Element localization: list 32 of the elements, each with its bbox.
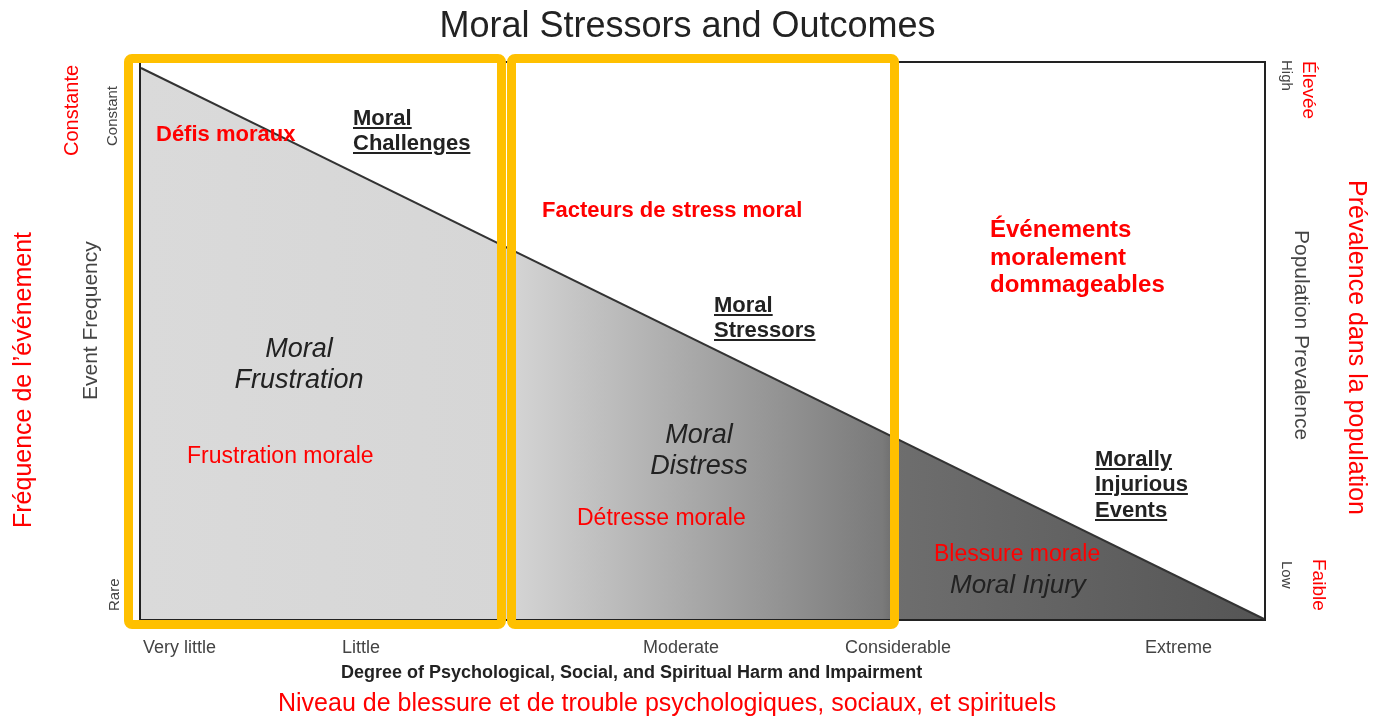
axis-end-label: Élevée (1298, 59, 1320, 122)
axis-tick-label: Constant (103, 84, 121, 148)
axis-end-label: Constante (60, 63, 83, 158)
axis-tick-label: Low (1279, 560, 1297, 591)
axis-tick-label: Rare (105, 577, 123, 614)
zone-label: Moral Challenges (353, 105, 472, 156)
axis-title: Degree of Psychological, Social, and Spiritual Harm and Impairment (341, 662, 923, 683)
axis-title: Fréquence de l’événement (8, 231, 37, 530)
area-label: Détresse morale (577, 504, 746, 531)
axis-tick-label: Moderate (643, 637, 720, 658)
area-label: Moral Distress (649, 419, 749, 482)
zone-label: Événements moralement dommageables (990, 215, 1166, 298)
axis-tick-label: Little (342, 637, 381, 658)
zone-label: Morally Injurious Events (1095, 446, 1189, 522)
axis-title: Population Prevalence (1290, 228, 1315, 443)
highlight-frame (507, 54, 899, 629)
axis-tick-label: Considerable (845, 637, 952, 658)
area-label: Frustration morale (187, 442, 374, 469)
title: Moral Stressors and Outcomes (438, 4, 937, 46)
axis-tick-label: High (1279, 58, 1297, 93)
area-label: Blessure morale (934, 540, 1101, 567)
area-label: Moral Injury (950, 570, 1086, 600)
axis-tick-label: Very little (143, 637, 217, 658)
axis-title: Prévalence dans la population (1343, 179, 1372, 517)
highlight-frame (124, 54, 506, 629)
axis-end-label: Faible (1308, 558, 1330, 613)
axis-title: Event Frequency (78, 240, 102, 402)
zone-label: Moral Stressors (714, 292, 817, 343)
axis-title: Niveau de blessure et de trouble psychologiques, sociaux, et spirituels (278, 688, 1057, 717)
box-heading: Facteurs de stress moral (542, 197, 803, 223)
axis-tick-label: Extreme (1145, 637, 1213, 658)
area-label: Moral Frustration (233, 333, 365, 396)
